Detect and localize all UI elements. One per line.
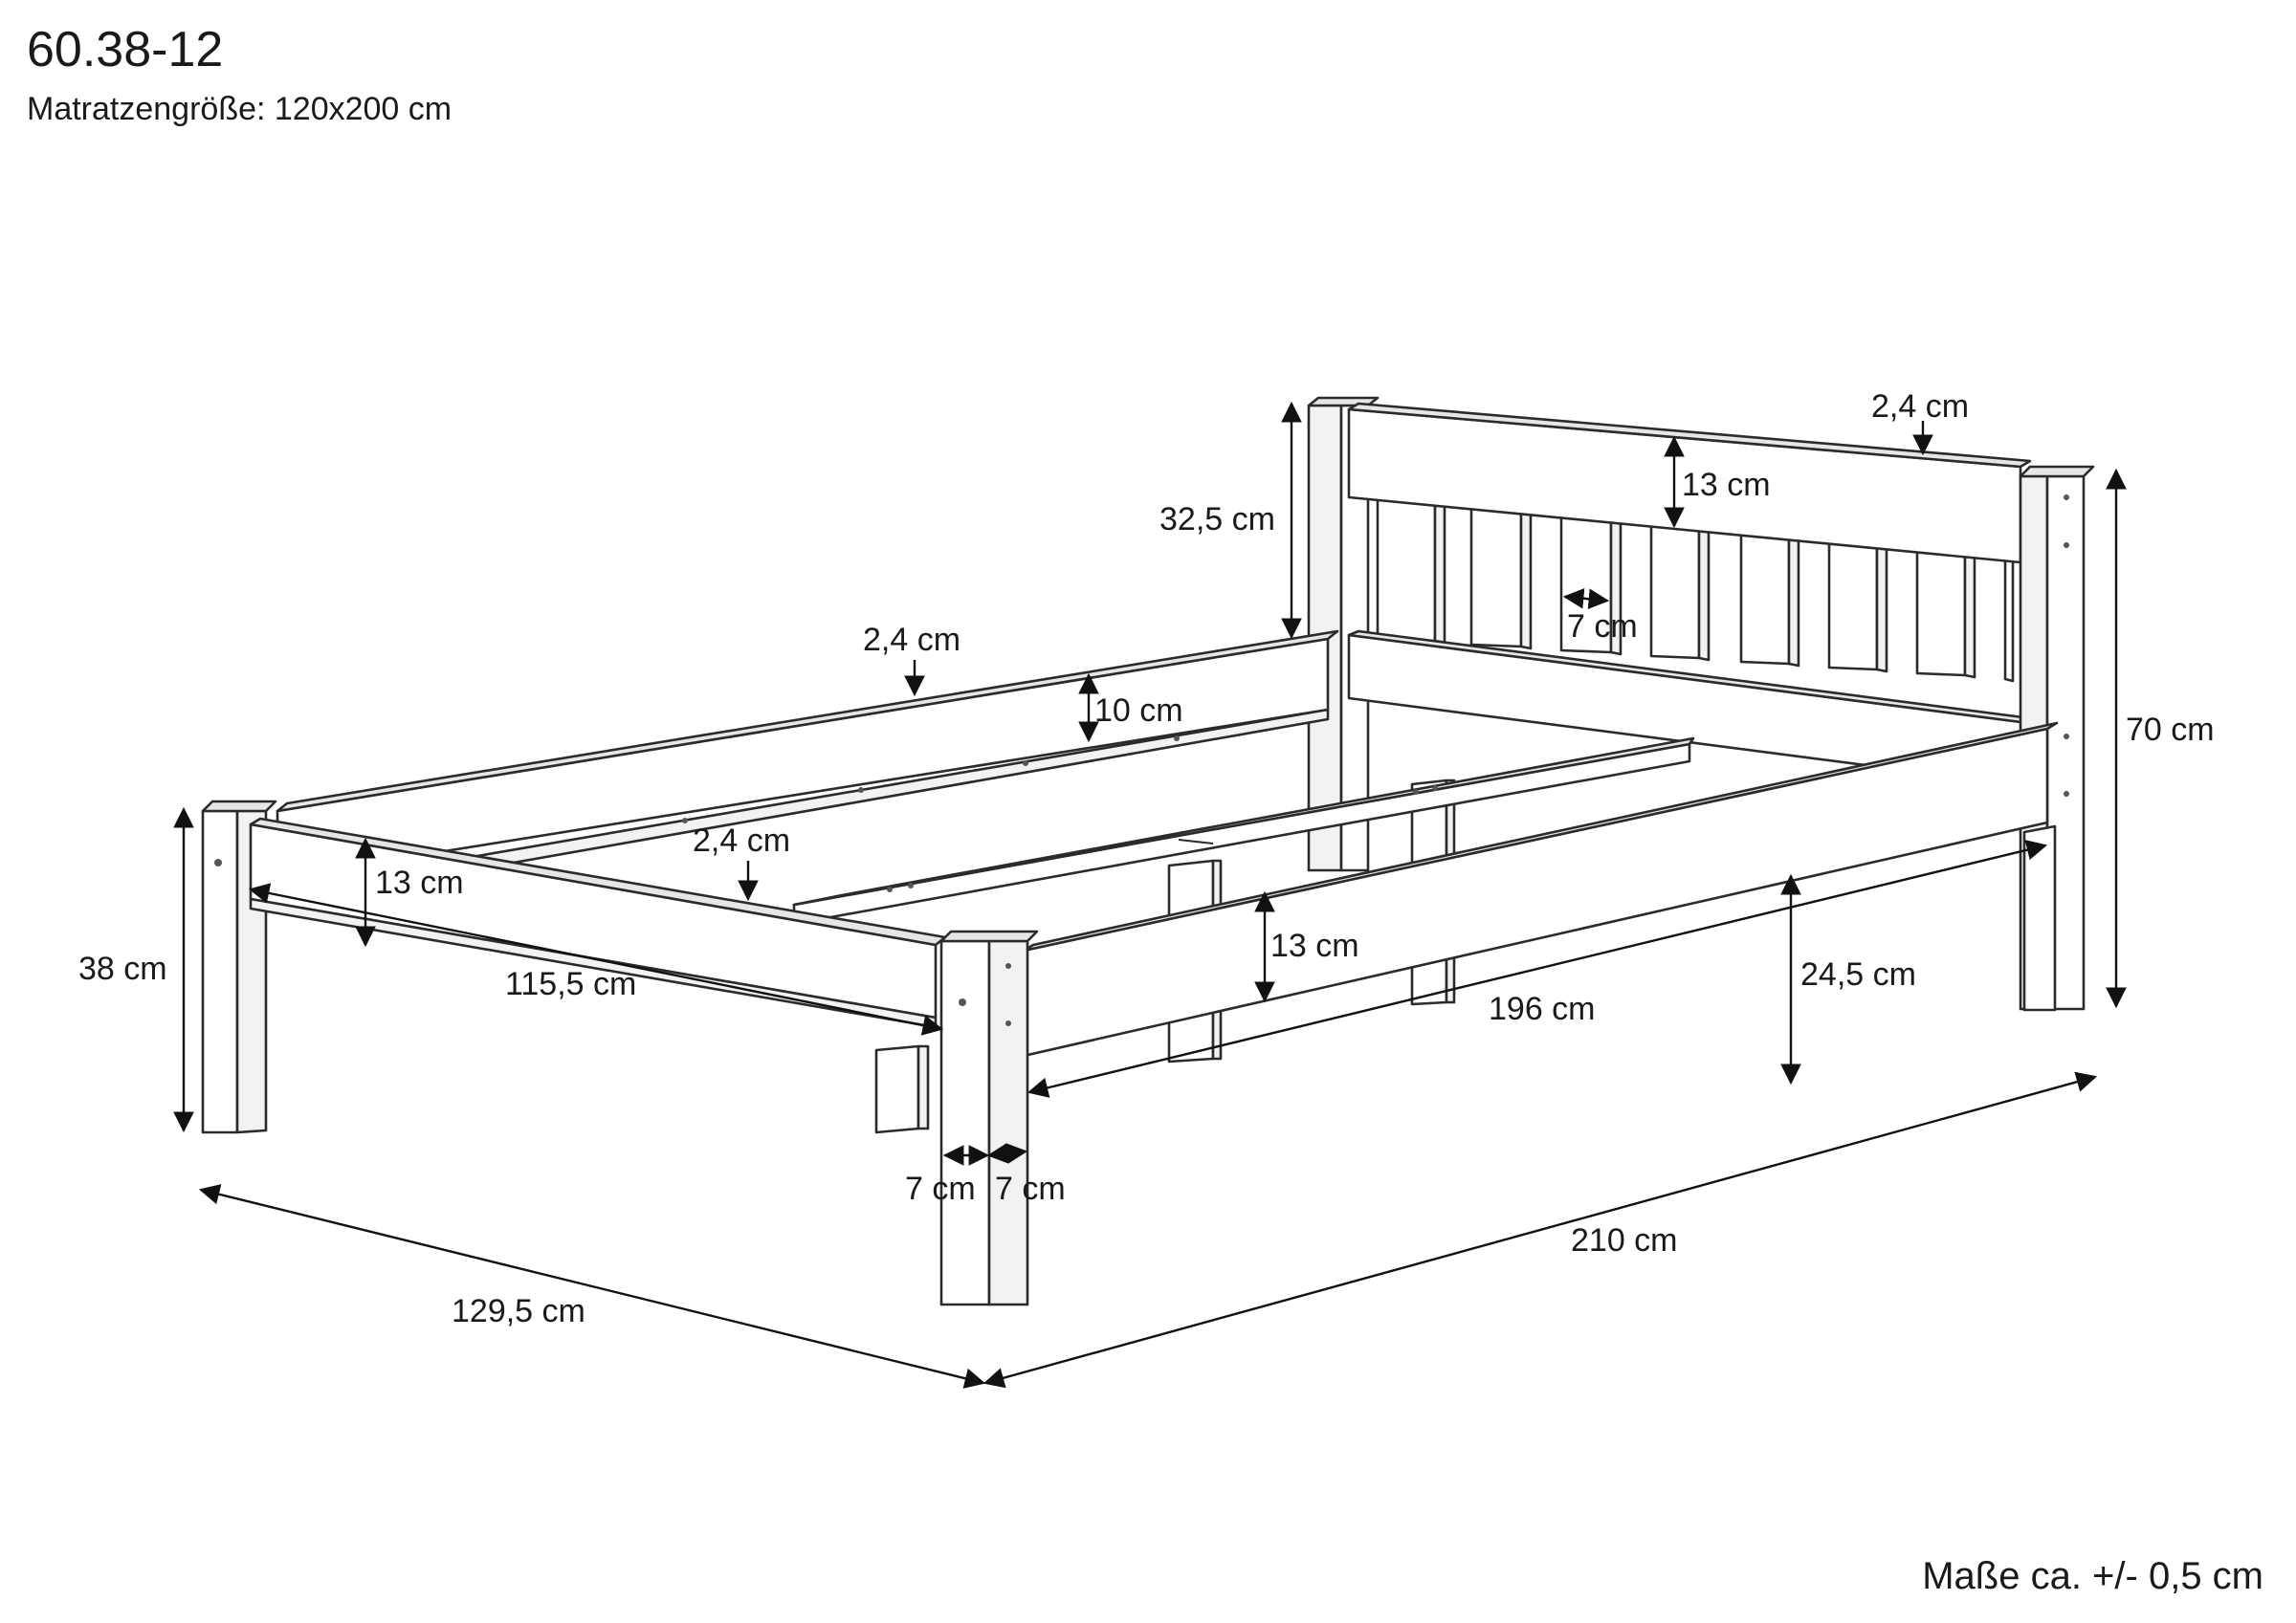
headboard — [1307, 396, 2095, 1011]
dim-slat-width: 7 cm — [1567, 608, 1638, 645]
dim-total-length: 210 cm — [1571, 1222, 1678, 1259]
foot-post-left-front — [201, 809, 239, 1134]
foot-post-front-right — [2022, 824, 2057, 1012]
corner-post-top — [939, 930, 1039, 943]
dimension-lines — [173, 401, 2127, 1389]
headboard-top-rail-top — [1347, 402, 2032, 469]
dim-center-beam: 2,4 cm — [693, 822, 790, 859]
foot-post-rear — [874, 1044, 930, 1134]
dim-front-rail: 13 cm — [1270, 928, 1359, 964]
mattress-size-label: Matratzengröße: 120x200 cm — [27, 91, 453, 127]
dim-foot-rail: 13 cm — [375, 865, 464, 901]
tolerance-note: Maße ca. +/- 0,5 cm — [1922, 1555, 2263, 1597]
dim-headboard-thickness: 2,4 cm — [1871, 388, 1969, 425]
dim-clearance: 24,5 cm — [1800, 956, 1916, 993]
headboard-slats — [1376, 495, 2015, 683]
head-post-right-top — [2019, 465, 2095, 478]
dim-leg-width-b: 7 cm — [995, 1171, 1066, 1207]
corner-post — [939, 930, 1039, 1306]
dim-side-rail-height: 10 cm — [1094, 692, 1183, 729]
back-side-rail — [276, 629, 1339, 880]
dim-total-head-height: 70 cm — [2126, 712, 2215, 748]
dim-foot-height: 38 cm — [78, 951, 167, 987]
dim-side-rail-thickness: 2,4 cm — [863, 622, 960, 658]
dim-leg-width-a: 7 cm — [905, 1171, 976, 1207]
dim-headboard-rail: 13 cm — [1682, 467, 1771, 503]
front-right-leg — [2022, 824, 2057, 1012]
corner-post-side — [987, 939, 1029, 1306]
corner-post-front — [939, 939, 991, 1306]
dim-inner-length: 196 cm — [1489, 991, 1596, 1027]
dimension-labels: 32,5 cm 2,4 cm 13 cm 7 cm 70 cm 2,4 cm 1… — [78, 388, 2215, 1329]
dim-total-width: 129,5 cm — [452, 1293, 585, 1329]
center-beam — [792, 736, 1695, 926]
dim-inner-width: 115,5 cm — [505, 966, 636, 1002]
model-number: 60.38-12 — [27, 22, 224, 77]
back-side-rail-top — [276, 629, 1339, 813]
foot-post-left-top — [201, 800, 277, 813]
rear-foot-leg — [874, 1044, 920, 1134]
dim-headboard-post: 32,5 cm — [1159, 501, 1275, 537]
